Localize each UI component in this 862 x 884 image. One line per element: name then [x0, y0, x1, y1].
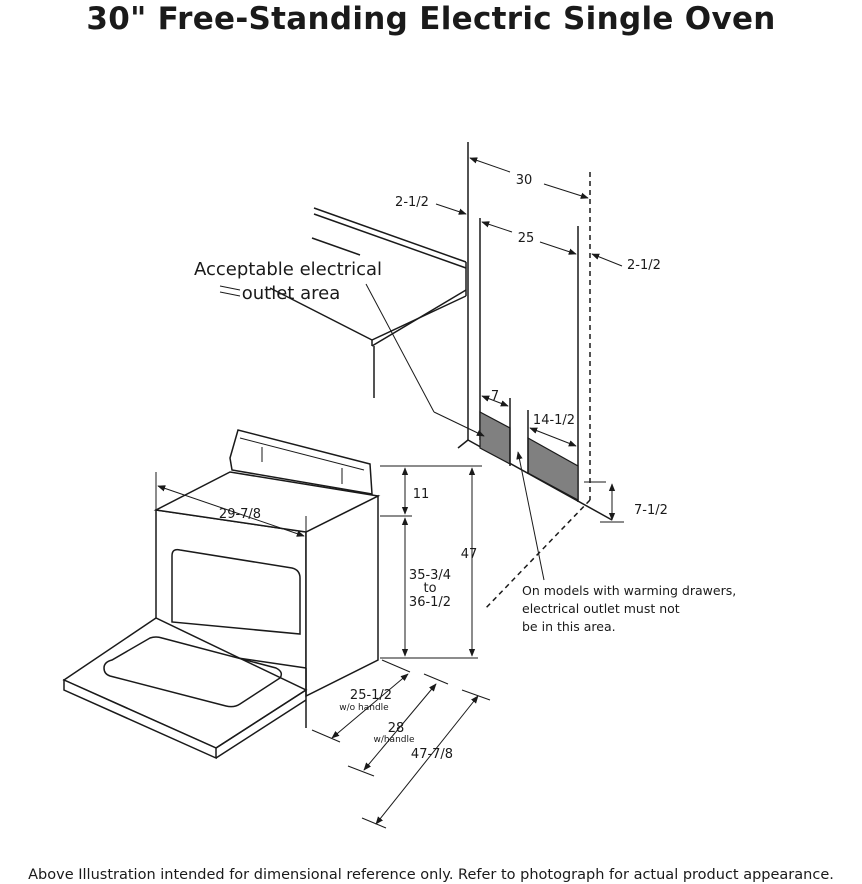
- dim-overall-height: 47: [461, 547, 478, 562]
- dim-depth-no-handle: 25-1/2: [350, 688, 392, 703]
- countertop: [269, 207, 467, 398]
- dim-cooktop-height-to: to: [423, 581, 436, 596]
- outlet-area-label-line2: outlet area: [242, 283, 340, 304]
- dim-depth-door-open: 47-7/8: [411, 747, 453, 762]
- dim-outlet-small: 7: [491, 389, 499, 404]
- dim-side-clearance-left: 2-1/2: [395, 195, 429, 210]
- dim-side-clearance-right: 2-1/2: [627, 258, 661, 273]
- cabinet-wall: [457, 142, 613, 611]
- dim-outlet-height: 7-1/2: [634, 503, 668, 518]
- dim-cooktop-height-min: 35-3/4: [409, 568, 451, 583]
- dim-outlet-large: 14-1/2: [533, 413, 575, 428]
- dim-25: 25: [518, 231, 535, 246]
- oven-door-open: [62, 617, 308, 760]
- dim-cooktop-height-max: 36-1/2: [409, 595, 451, 610]
- dim-30: 30: [516, 173, 533, 188]
- outlet-area: [479, 398, 579, 502]
- page-title: 30" Free-Standing Electric Single Oven: [86, 1, 776, 37]
- warming-note-line2: electrical outlet must not: [522, 601, 680, 616]
- outlet-area-label-line1: Acceptable electrical: [194, 259, 382, 280]
- dim-depth-handle-note: w/handle: [373, 735, 415, 745]
- dim-overall-width: 29-7/8: [219, 507, 261, 522]
- dim-backguard-height: 11: [413, 487, 430, 502]
- dim-depth-no-handle-note: w/o handle: [339, 703, 389, 713]
- warming-note-line1: On models with warming drawers,: [522, 583, 736, 598]
- warming-note-line3: be in this area.: [522, 619, 616, 634]
- footnote: Above Illustration intended for dimensio…: [28, 867, 834, 883]
- dimension-lines: [155, 157, 624, 829]
- dim-depth-handle: 28: [388, 721, 405, 736]
